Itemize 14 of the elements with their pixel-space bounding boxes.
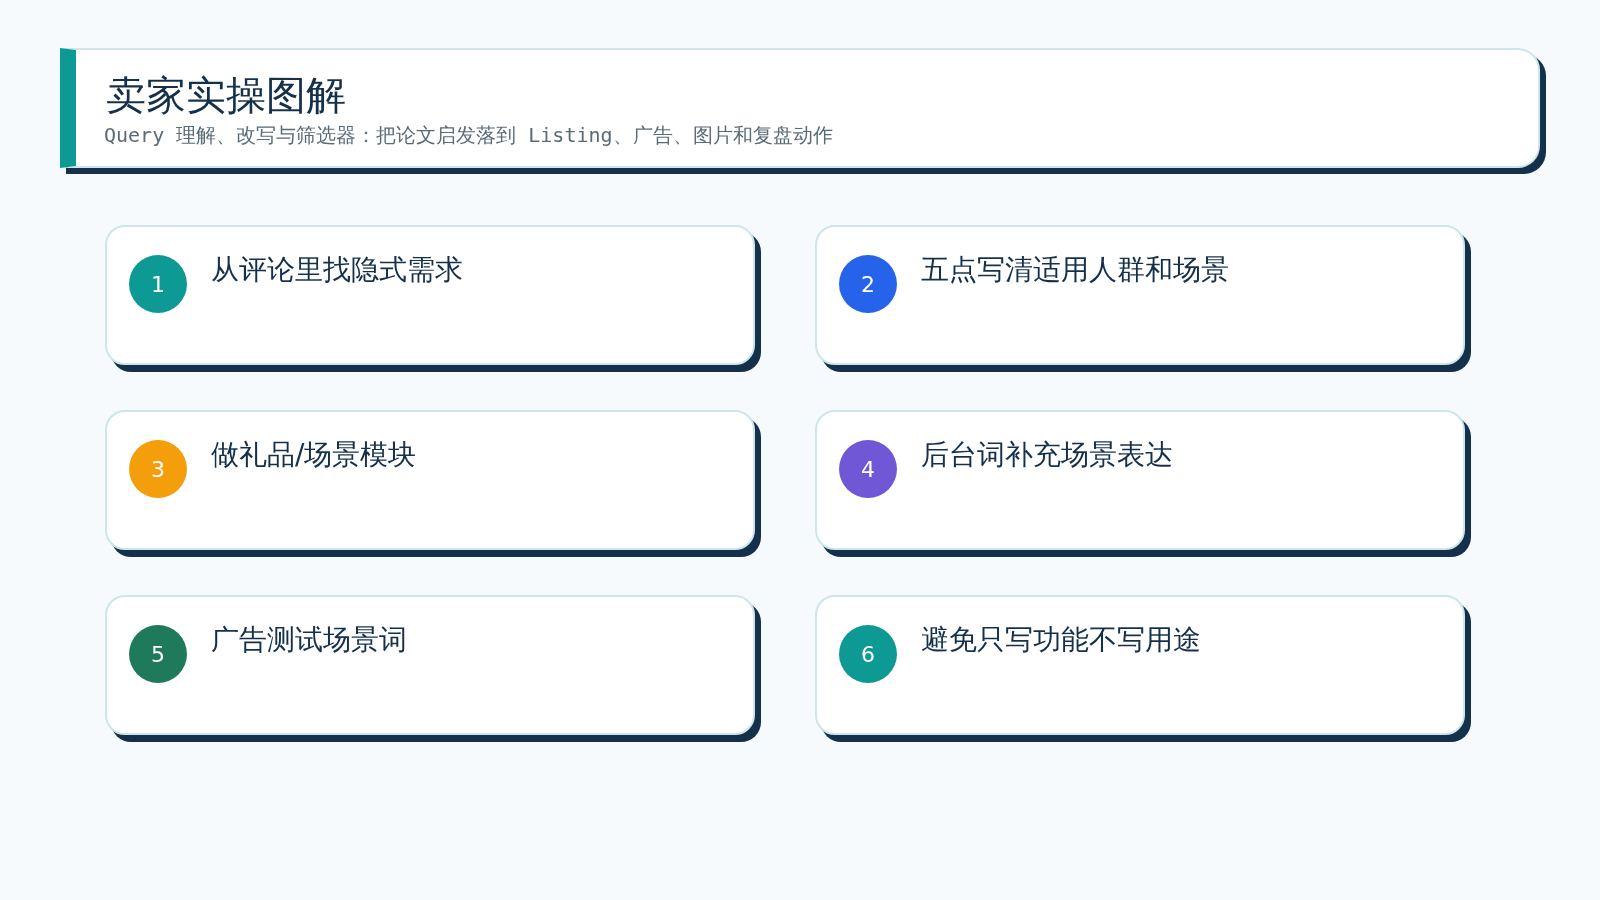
step-number-badge: 6 xyxy=(839,625,897,683)
title: 卖家实操图解 xyxy=(106,71,346,120)
step-number-badge: 3 xyxy=(129,440,187,498)
step-text: 五点写清适用人群和场景 xyxy=(921,252,1229,288)
step-text: 避免只写功能不写用途 xyxy=(921,622,1201,658)
step-number-badge: 2 xyxy=(839,255,897,313)
step-number-badge: 5 xyxy=(129,625,187,683)
step-text: 从评论里找隐式需求 xyxy=(211,252,463,288)
step-number-badge: 4 xyxy=(839,440,897,498)
subtitle: Query 理解、改写与筛选器：把论文启发落到 Listing、广告、图片和复盘动作 xyxy=(104,122,833,149)
step-text: 做礼品/场景模块 xyxy=(211,437,417,473)
step-text: 后台词补充场景表达 xyxy=(921,437,1173,473)
step-number-badge: 1 xyxy=(129,255,187,313)
step-text: 广告测试场景词 xyxy=(211,622,407,658)
